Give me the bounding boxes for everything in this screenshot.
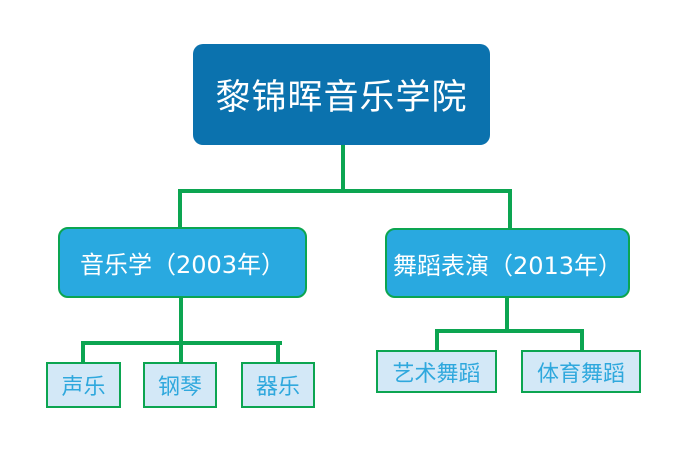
connector-left-horizontal — [81, 341, 282, 345]
node-branch-musicology-label: 音乐学（2003年） — [79, 251, 286, 279]
node-root-label: 黎锦晖音乐学院 — [215, 78, 468, 118]
node-leaf-piano: 钢琴 — [143, 362, 217, 408]
node-root-academy: 黎锦晖音乐学院 — [193, 44, 490, 145]
connector-leaf-artdance-drop — [435, 329, 439, 350]
connector-level2-horizontal — [178, 189, 512, 193]
connector-right-horizontal — [435, 329, 584, 333]
connector-branch-left-drop — [178, 189, 182, 227]
node-leaf-piano-label: 钢琴 — [157, 375, 202, 400]
node-leaf-instrumental-music-label: 器乐 — [255, 375, 300, 400]
connector-root-stem — [341, 145, 345, 193]
node-leaf-instrumental-music: 器乐 — [241, 362, 315, 408]
connector-leaf-instrumental-drop — [276, 341, 280, 362]
connector-leaf-sportdance-drop — [580, 329, 584, 350]
node-leaf-artistic-dance: 艺术舞蹈 — [376, 350, 497, 393]
node-branch-dance-performance: 舞蹈表演（2013年） — [385, 228, 630, 298]
connector-branch-right-drop — [508, 189, 512, 228]
node-leaf-vocal-music: 声乐 — [46, 362, 121, 408]
connector-left-stem — [179, 298, 183, 362]
connector-leaf-vocal-drop — [81, 341, 85, 362]
node-branch-musicology: 音乐学（2003年） — [58, 227, 307, 298]
node-branch-dance-performance-label: 舞蹈表演（2013年） — [392, 251, 623, 280]
node-leaf-sports-dance-label: 体育舞蹈 — [536, 361, 625, 387]
connector-right-stem — [505, 298, 509, 333]
node-leaf-vocal-music-label: 声乐 — [61, 375, 106, 400]
node-leaf-artistic-dance-label: 艺术舞蹈 — [392, 361, 481, 387]
node-leaf-sports-dance: 体育舞蹈 — [521, 350, 641, 393]
